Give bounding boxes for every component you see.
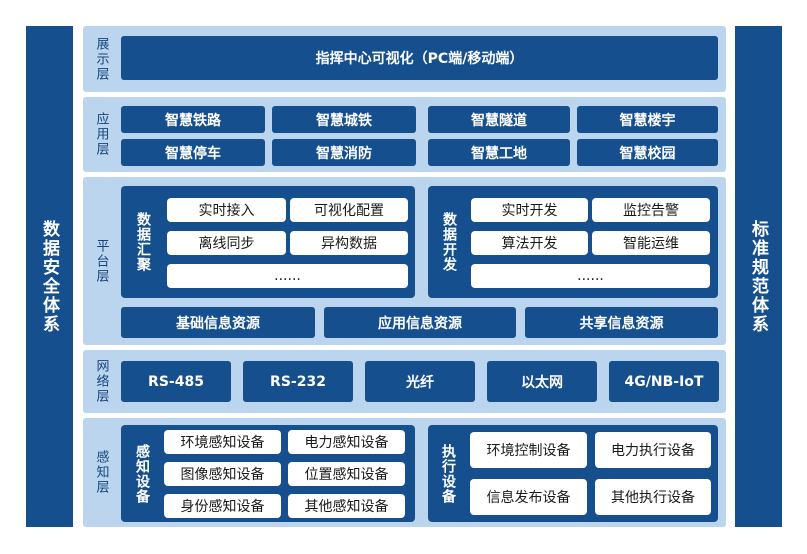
network-rs232: RS-232 (243, 361, 353, 402)
agg-visual-config: 可视化配置 (290, 198, 408, 222)
command-center-visualization: 指挥中心可视化（PC端/移动端） (121, 36, 718, 80)
agg-realtime-access: 实时接入 (167, 198, 286, 222)
dev-realtime-development: 实时开发 (471, 198, 588, 222)
basic-info-resources: 基础信息资源 (121, 307, 315, 338)
app-smart-parking: 智慧停车 (121, 139, 265, 166)
standards-system: 标准规范体系 (735, 26, 782, 527)
sensor-position: 位置感知设备 (288, 462, 405, 486)
sensor-identity: 身份感知设备 (164, 494, 281, 518)
application-layer-label: 应用层 (93, 112, 109, 157)
actuator-power: 电力执行设备 (595, 432, 711, 468)
agg-heterogeneous-data: 异构数据 (290, 231, 408, 255)
app-smart-construction: 智慧工地 (428, 139, 570, 166)
dev-more: ...... (471, 264, 710, 288)
app-smart-campus: 智慧校园 (577, 139, 718, 166)
app-smart-fire: 智慧消防 (272, 139, 416, 166)
agg-offline-sync: 离线同步 (167, 231, 286, 255)
network-ethernet: 以太网 (487, 361, 597, 402)
sensing-devices-title: 感知设备 (134, 443, 150, 504)
app-smart-railway: 智慧铁路 (121, 106, 265, 133)
dev-monitoring-alarm: 监控告警 (592, 198, 710, 222)
data-security-system: 数据安全体系 (26, 26, 73, 527)
network-layer-label: 网络层 (93, 359, 109, 404)
dev-intelligent-ops: 智能运维 (592, 231, 710, 255)
app-smart-tunnel: 智慧隧道 (428, 106, 570, 133)
network-fiber: 光纤 (365, 361, 475, 402)
execution-devices-title: 执行设备 (440, 443, 456, 504)
sensor-environment: 环境感知设备 (164, 430, 281, 454)
sensor-power: 电力感知设备 (288, 430, 405, 454)
sensor-other: 其他感知设备 (288, 494, 405, 518)
data-aggregation-title: 数据汇聚 (135, 212, 151, 272)
network-4g-nbiot: 4G/NB-IoT (609, 361, 719, 402)
network-rs485: RS-485 (121, 361, 231, 402)
agg-more: ...... (167, 264, 408, 288)
dev-algorithm-development: 算法开发 (471, 231, 588, 255)
perception-layer-label: 感知层 (93, 450, 109, 495)
actuator-environment-control: 环境控制设备 (470, 432, 587, 468)
shared-info-resources: 共享信息资源 (525, 307, 718, 338)
sensor-image: 图像感知设备 (164, 462, 281, 486)
data-development-title: 数据开发 (441, 212, 457, 272)
application-info-resources: 应用信息资源 (324, 307, 516, 338)
platform-layer-label: 平台层 (93, 238, 109, 284)
actuator-info-release: 信息发布设备 (470, 479, 587, 515)
actuator-other: 其他执行设备 (595, 479, 711, 515)
app-smart-building: 智慧楼宇 (577, 106, 718, 133)
app-smart-intercity-rail: 智慧城铁 (272, 106, 416, 133)
display-layer-label: 展示层 (93, 36, 109, 82)
